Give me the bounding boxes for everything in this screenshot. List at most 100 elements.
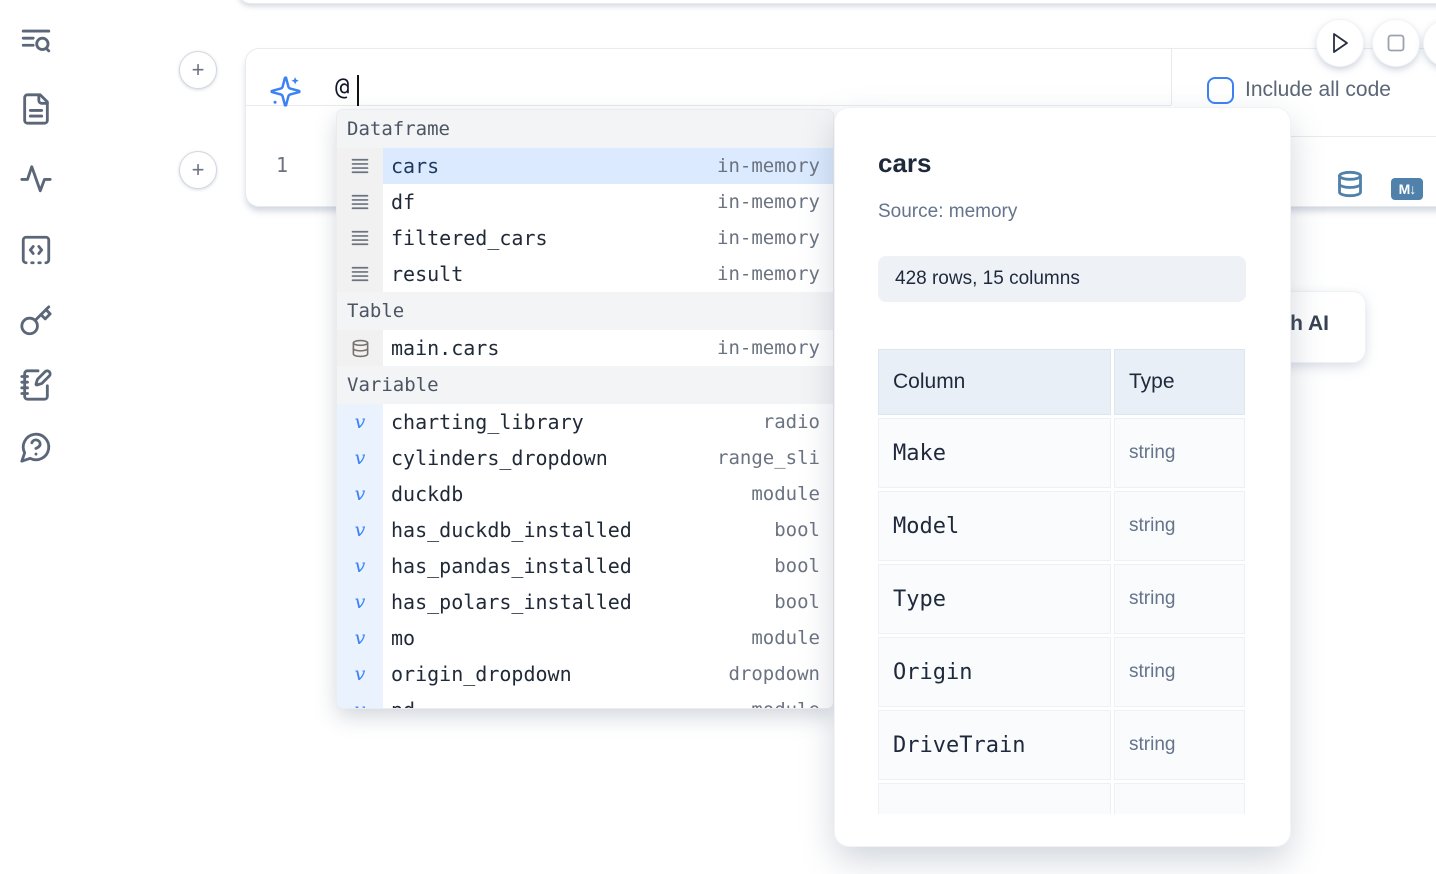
sparkles-icon xyxy=(269,75,302,108)
item-type: module xyxy=(751,699,833,708)
include-all-code-checkbox[interactable] xyxy=(1207,77,1234,104)
item-name: has_duckdb_installed xyxy=(391,518,632,542)
variable-icon: v xyxy=(354,411,366,433)
variable-icon: v xyxy=(354,483,366,505)
item-name: has_polars_installed xyxy=(391,590,632,614)
add-cell-below-button[interactable]: + xyxy=(179,151,217,189)
item-name: result xyxy=(391,262,464,286)
item-name: filtered_cars xyxy=(391,226,548,250)
column-name xyxy=(878,783,1111,814)
item-icon-gutter xyxy=(337,184,383,220)
markdown-convert-icon[interactable]: M↓ xyxy=(1391,178,1423,200)
item-icon-gutter: v xyxy=(337,584,383,620)
item-icon-gutter: v xyxy=(337,404,383,440)
stop-cell-button[interactable] xyxy=(1373,20,1419,66)
prompt-bottom-border xyxy=(246,105,1171,106)
item-name: origin_dropdown xyxy=(391,662,572,686)
key-icon[interactable] xyxy=(19,304,53,338)
item-icon-gutter: v xyxy=(337,620,383,656)
prompt-divider xyxy=(1171,49,1172,105)
play-icon xyxy=(1333,33,1348,53)
file-text-icon[interactable] xyxy=(19,92,53,126)
item-icon-gutter xyxy=(337,330,383,366)
run-cell-button[interactable] xyxy=(1317,20,1363,66)
schema-col-header: Type xyxy=(1114,349,1245,415)
add-cell-above-button[interactable]: + xyxy=(179,51,217,89)
line-number: 1 xyxy=(275,153,289,177)
autocomplete-section-header: Variable xyxy=(337,366,833,404)
item-icon-gutter: v xyxy=(337,692,383,708)
variable-icon: v xyxy=(354,591,366,613)
item-type: dropdown xyxy=(728,663,820,685)
rows-icon xyxy=(350,156,370,176)
variable-icon: v xyxy=(354,663,366,685)
item-type: in-memory xyxy=(717,337,820,359)
help-chat-icon[interactable] xyxy=(19,430,53,464)
database-icon xyxy=(351,338,370,359)
autocomplete-item-charting_library[interactable]: v charting_library radio xyxy=(337,404,833,440)
column-type: string xyxy=(1114,418,1245,488)
text-cursor xyxy=(357,75,359,106)
item-name: mo xyxy=(391,626,416,650)
item-icon-gutter xyxy=(337,220,383,256)
variable-icon: v xyxy=(354,447,366,469)
autocomplete-item-origin_dropdown[interactable]: v origin_dropdown dropdown xyxy=(337,656,833,692)
item-name: main.cars xyxy=(391,336,500,360)
column-type: string xyxy=(1114,637,1245,707)
item-icon-gutter xyxy=(337,256,383,292)
item-icon-gutter: v xyxy=(337,548,383,584)
popover-source: Source: memory xyxy=(878,201,1018,222)
item-icon-gutter xyxy=(337,148,383,184)
checkbox-bottom-border xyxy=(1171,136,1436,137)
previous-cell-edge xyxy=(237,0,1436,4)
schema-row xyxy=(878,783,1245,814)
column-type: string xyxy=(1114,710,1245,780)
item-type: bool xyxy=(774,555,820,577)
column-name: Model xyxy=(878,491,1111,561)
list-search-icon[interactable] xyxy=(19,24,53,58)
code-block-icon[interactable] xyxy=(19,233,53,267)
rows-icon xyxy=(350,228,370,248)
autocomplete-item-pd[interactable]: vpdmodule xyxy=(337,692,833,708)
extra-cell-action-button[interactable] xyxy=(1424,20,1436,66)
column-name: Origin xyxy=(878,637,1111,707)
item-icon-gutter: v xyxy=(337,656,383,692)
stop-icon xyxy=(1387,34,1405,52)
ai-prompt-input[interactable]: @ xyxy=(335,73,350,101)
database-connection-icon[interactable] xyxy=(1336,170,1364,204)
item-name: df xyxy=(391,190,416,214)
activity-icon[interactable] xyxy=(19,161,53,195)
item-icon-gutter: v xyxy=(337,476,383,512)
item-name: cylinders_dropdown xyxy=(391,446,608,470)
item-type: radio xyxy=(762,411,820,433)
column-name: Type xyxy=(878,564,1111,634)
item-name: cars xyxy=(391,154,440,178)
autocomplete-section-header: Table xyxy=(337,292,833,330)
autocomplete-item-main.cars[interactable]: main.cars in-memory xyxy=(337,330,833,366)
item-name: charting_library xyxy=(391,410,584,434)
include-all-code-label: Include all code xyxy=(1245,78,1391,101)
shape-badge: 428 rows, 15 columns xyxy=(878,256,1246,302)
column-type: string xyxy=(1114,491,1245,561)
notebook-pen-icon[interactable] xyxy=(19,368,53,402)
variable-icon: v xyxy=(354,519,366,541)
schema-col-header: Column xyxy=(878,349,1111,415)
column-name: Make xyxy=(878,418,1111,488)
